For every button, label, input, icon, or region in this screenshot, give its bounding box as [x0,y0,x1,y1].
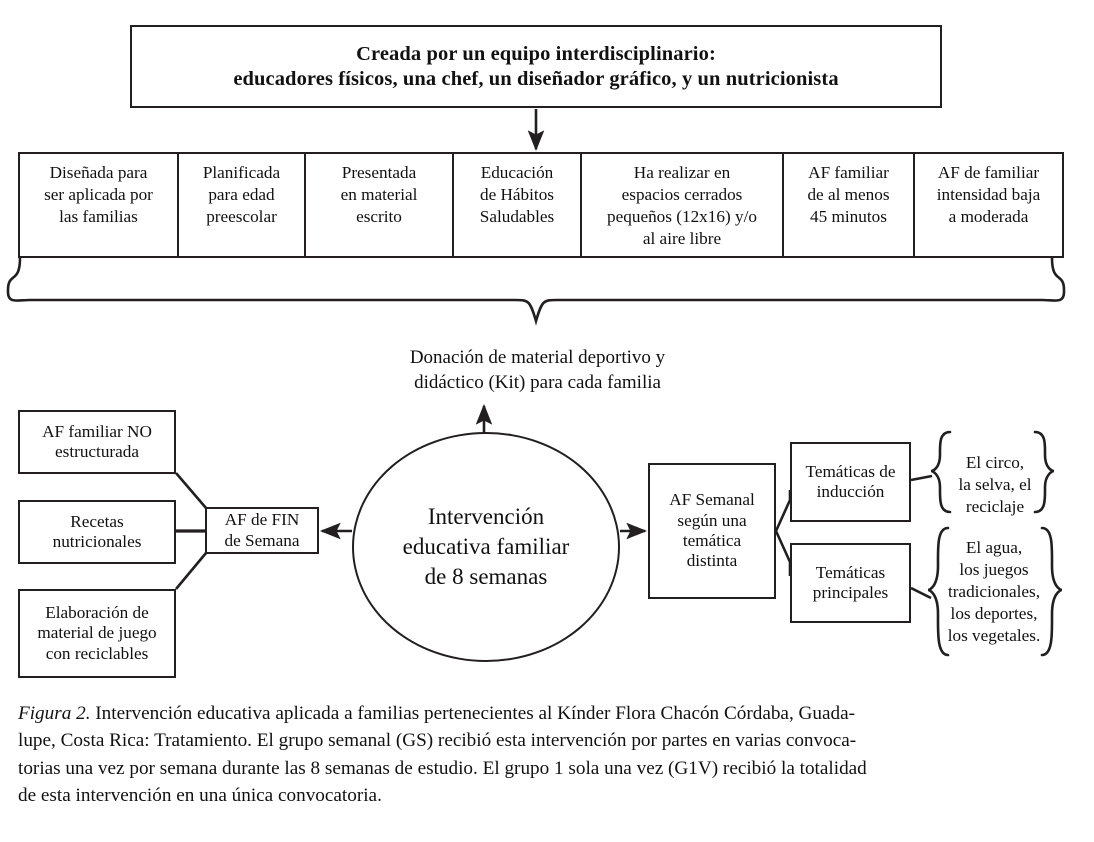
theme-box-principales: Temáticas principales [790,543,911,623]
theme-box-line: Temáticas de [805,461,896,481]
theme-list-induccion: El circo, la selva, el reciclaje [940,452,1050,518]
attribute-line: AF de familiar [937,163,1040,182]
brace-right-induction-list [1033,430,1055,514]
attribute-cell: AF familiar de al menos 45 minutos [784,154,915,256]
attribute-line: escrito [356,206,402,226]
theme-list-line: los vegetales. [947,626,1041,646]
theme-box-line: Temáticas [815,562,886,582]
attribute-cell: AF de familiar intensidad baja a moderad… [915,154,1062,256]
attribute-cell: Planificada para edad preescolar [179,154,306,256]
attribute-cell: Presentada en material escrito [306,154,454,256]
attribute-row: Diseñada para ser aplicada por las famil… [18,152,1064,258]
donation-text: Donación de material deportivo y didácti… [310,345,765,396]
attribute-line: para edad [208,184,275,204]
weekly-node-line: distinta [686,551,738,571]
left-box-elaboracion-material: Elaboración de material de juego con rec… [18,589,176,678]
center-node-line: de 8 semanas [424,563,548,589]
weekend-node-box: AF de FIN de Semana [205,507,319,554]
left-box-line: AF familiar NO [42,421,152,441]
attribute-line: a moderada [948,206,1029,226]
connector-weekly-to-principal [774,530,792,576]
figure-caption: Figura 2. Intervención educativa aplicad… [18,700,1076,809]
brace-left-principal-list [927,526,950,657]
connector-principal-to-list [910,586,932,600]
theme-list-principales: El agua, los juegos tradicionales, los d… [930,537,1058,647]
attribute-line: AF familiar [808,163,889,182]
center-node-line: educativa familiar [402,534,570,560]
attribute-line: de al menos [807,184,890,204]
left-box-line: nutricionales [52,532,142,551]
brace-left-induction-list [930,430,952,514]
brace-right-principal-list [1040,526,1063,657]
left-box-line: material de juego [37,623,157,643]
center-ellipse-node: Intervención educativa familiar de 8 sem… [352,432,620,662]
weekend-node-line: de Semana [224,530,300,550]
attribute-line: Presentada [341,163,417,182]
theme-list-line: El circo, [965,453,1025,472]
connector-weekly-to-induction [774,490,792,532]
theme-list-line: los deportes, [950,604,1038,624]
attribute-line: Ha realizar en [633,163,731,182]
attribute-line: pequeños (12x16) y/o [607,206,757,226]
attributes-bottom-brace [6,256,1066,326]
theme-list-line: la selva, el [958,475,1032,495]
left-box-line: con reciclables [45,643,149,663]
caption-line-1: Intervención educativa aplicada a famili… [90,703,856,724]
theme-list-line: los juegos [959,560,1029,580]
caption-label: Figura 2. [18,703,91,724]
donation-line-1: Donación de material deportivo y [409,347,666,368]
theme-list-line: El agua, [965,538,1023,557]
attribute-line: al aire libre [642,228,722,248]
left-box-af-no-estructurada: AF familiar NO estructurada [18,410,176,474]
theme-list-line: reciclaje [965,497,1025,517]
header-line-2: educadores físicos, una chef, un diseñad… [233,67,839,90]
weekly-node-line: AF Semanal [669,490,755,510]
left-box-line: estructurada [55,442,139,461]
attribute-line: las familias [59,206,138,226]
header-box: Creada por un equipo interdisciplinario:… [130,25,942,108]
attribute-cell: Diseñada para ser aplicada por las famil… [20,154,179,256]
attribute-line: de Hábitos [480,184,554,204]
theme-list-line: tradicionales, [947,582,1041,602]
attribute-line: Planificada [202,163,281,182]
attribute-line: ser aplicada por [44,184,153,204]
attribute-line: Saludables [479,206,555,226]
attribute-line: 45 minutos [810,206,887,226]
caption-line-4: de esta intervención en una única convoc… [18,784,382,806]
attribute-cell: Ha realizar en espacios cerrados pequeño… [582,154,784,256]
attribute-line: preescolar [206,206,277,226]
weekend-node-line: AF de FIN [224,510,300,530]
header-line-1: Creada por un equipo interdisciplinario: [356,43,716,66]
theme-box-line: principales [812,583,889,602]
theme-box-induccion: Temáticas de inducción [790,442,911,522]
weekly-node-line: temática [682,531,742,550]
weekly-node-line: según una [677,510,747,530]
attribute-cell: Educación de Hábitos Saludables [454,154,582,256]
attribute-line: Educación [480,163,554,182]
caption-line-3: torias una vez por semana durante las 8 … [18,757,867,779]
connector-left-box-3 [175,552,207,590]
weekly-node-box: AF Semanal según una temática distinta [648,463,776,599]
attribute-line: intensidad baja [936,184,1041,204]
center-node-line: Intervención [427,504,545,530]
theme-box-line: inducción [816,482,885,501]
attribute-line: Diseñada para [49,163,148,182]
left-box-line: Recetas [70,511,124,531]
caption-line-2: lupe, Costa Rica: Tratamiento. El grupo … [18,730,857,752]
attribute-line: en material [340,184,418,204]
left-box-recetas-nutricionales: Recetas nutricionales [18,500,176,564]
connector-left-box-1 [175,472,207,509]
donation-line-2: didáctico (Kit) para cada familia [414,372,661,394]
attribute-line: espacios cerrados [621,184,743,204]
connector-induction-to-list [910,474,933,482]
left-box-line: Elaboración de [45,603,149,623]
